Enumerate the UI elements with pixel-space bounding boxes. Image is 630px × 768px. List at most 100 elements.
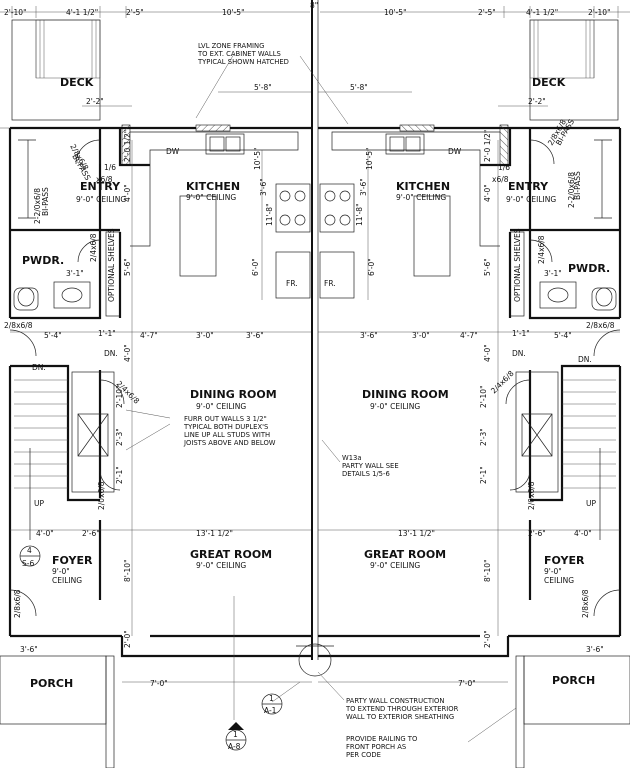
room-labels-left: DECK ENTRY 9'-0" CEILING KITCHEN 9'-0" C… [22, 76, 298, 690]
svg-text:2'-0": 2'-0" [123, 630, 132, 648]
svg-text:DN.: DN. [578, 355, 592, 364]
svg-text:TYPICAL SHOWN HATCHED: TYPICAL SHOWN HATCHED [197, 58, 289, 66]
svg-text:2/0x6/8: 2/0x6/8 [97, 481, 106, 510]
svg-text:DW: DW [448, 147, 462, 156]
svg-text:W13a: W13a [342, 454, 362, 462]
pwdr-label-right: PWDR. [568, 262, 610, 275]
dim-top-4: 10'-5" [222, 8, 245, 17]
great-label-left: GREAT ROOM [190, 548, 272, 561]
svg-text:2'-0 1/2": 2'-0 1/2" [483, 130, 492, 162]
svg-text:WALL TO EXTERIOR SHEATHING: WALL TO EXTERIOR SHEATHING [346, 713, 454, 721]
svg-text:2/8x6/8: 2/8x6/8 [581, 589, 590, 618]
svg-text:11'-8": 11'-8" [265, 203, 274, 226]
svg-text:BI-PASS: BI-PASS [41, 187, 50, 216]
svg-text:5'-6": 5'-6" [483, 258, 492, 276]
svg-text:2/8x6/8: 2/8x6/8 [4, 321, 33, 330]
svg-text:4'-7": 4'-7" [460, 331, 478, 340]
dining-label-left: DINING ROOM [190, 388, 277, 401]
svg-text:DN.: DN. [512, 349, 526, 358]
svg-text:FR.: FR. [286, 279, 298, 288]
svg-text:2-2/0x6/8: 2-2/0x6/8 [567, 172, 576, 208]
dimensions-right: 2'-2" 5'-8" 10'-5" 3'-6" 11'-8" 6'-0" 2'… [350, 83, 604, 688]
svg-text:2'-10": 2'-10" [479, 385, 488, 408]
furr-out-note: FURR OUT WALLS 3 1/2" TYPICAL BOTH DUPLE… [183, 415, 276, 447]
svg-text:5'-4": 5'-4" [44, 331, 62, 340]
railing-note: PROVIDE RAILING TO FRONT PORCH AS PER CO… [346, 735, 417, 759]
svg-text:LINE UP ALL STUDS WITH: LINE UP ALL STUDS WITH [184, 431, 270, 439]
svg-text:5'-8": 5'-8" [254, 83, 272, 92]
svg-text:2/8x6/8: 2/8x6/8 [13, 589, 22, 618]
svg-text:2'-0 1/2": 2'-0 1/2" [123, 130, 132, 162]
svg-text:8'-10": 8'-10" [483, 559, 492, 582]
svg-text:CEILING: CEILING [52, 576, 82, 585]
section-marks: 4 S-6 1 A-1 1 A-8 [22, 546, 277, 751]
svg-text:2'-2": 2'-2" [86, 97, 104, 106]
section-mark-a8-top: 1 [233, 730, 238, 739]
svg-text:9'-0" CEILING: 9'-0" CEILING [196, 561, 246, 570]
section-mark-a8-bottom: A-8 [228, 742, 241, 751]
svg-text:1'-1": 1'-1" [512, 329, 530, 338]
svg-text:PROVIDE RAILING TO: PROVIDE RAILING TO [346, 735, 417, 743]
svg-text:4'-0": 4'-0" [483, 184, 492, 202]
svg-text:3'-6": 3'-6" [360, 331, 378, 340]
deck-label-right: DECK [532, 76, 566, 89]
svg-text:2/0x6/8: 2/0x6/8 [527, 481, 536, 510]
svg-text:2'-1": 2'-1" [115, 466, 124, 484]
entry-label-right: ENTRY [508, 180, 549, 193]
deck-label-left: DECK [60, 76, 94, 89]
dim-top-6: 10'-5" [384, 8, 407, 17]
svg-text:2'-0": 2'-0" [483, 630, 492, 648]
svg-text:9'-0": 9'-0" [544, 567, 562, 576]
room-labels-right: DECK ENTRY 9'-0" CEILING KITCHEN 9'-0" C… [324, 76, 610, 687]
svg-text:x6/8: x6/8 [96, 175, 113, 184]
svg-text:FRONT PORCH AS: FRONT PORCH AS [346, 743, 406, 751]
svg-text:2/4x6/8: 2/4x6/8 [537, 235, 546, 264]
svg-text:3'-6": 3'-6" [20, 645, 38, 654]
svg-text:4'-0": 4'-0" [483, 344, 492, 362]
section-mark-s6-bottom: S-6 [22, 559, 34, 568]
svg-text:3'-0": 3'-0" [196, 331, 214, 340]
svg-text:JOISTS ABOVE AND BELOW: JOISTS ABOVE AND BELOW [183, 439, 276, 447]
svg-text:2'-10": 2'-10" [115, 385, 124, 408]
svg-text:3'-6": 3'-6" [259, 178, 268, 196]
lvl-zone-note: LVL ZONE FRAMING TO EXT. CABINET WALLS T… [197, 42, 289, 66]
svg-text:9'-0" CEILING: 9'-0" CEILING [370, 561, 420, 570]
svg-text:6'-0": 6'-0" [367, 258, 376, 276]
svg-text:2'-1": 2'-1" [479, 466, 488, 484]
svg-text:FR.: FR. [324, 279, 336, 288]
dim-top-9: 2'-10" [588, 8, 611, 17]
svg-text:4'-0": 4'-0" [574, 529, 592, 538]
svg-text:2'-3": 2'-3" [479, 428, 488, 446]
svg-text:5'-6": 5'-6" [123, 258, 132, 276]
svg-text:FURR OUT WALLS 3 1/2": FURR OUT WALLS 3 1/2" [184, 415, 267, 423]
svg-text:1'-1": 1'-1" [98, 329, 116, 338]
svg-text:2'-6": 2'-6" [528, 529, 546, 538]
porch-label-left: PORCH [30, 677, 73, 690]
svg-text:7'-0": 7'-0" [150, 679, 168, 688]
right-unit [316, 4, 630, 768]
dim-top-5: 8" [310, 1, 318, 10]
svg-text:7'-0": 7'-0" [458, 679, 476, 688]
porch-label-right: PORCH [552, 674, 595, 687]
svg-text:2'-3": 2'-3" [115, 428, 124, 446]
svg-text:3'-1": 3'-1" [66, 269, 84, 278]
svg-text:8'-10": 8'-10" [123, 559, 132, 582]
svg-text:1/6: 1/6 [498, 163, 510, 172]
section-mark-a1-top: 1 [269, 694, 274, 703]
svg-text:10'-5": 10'-5" [365, 147, 374, 170]
svg-text:4'-0": 4'-0" [36, 529, 54, 538]
svg-text:2/8x6/8: 2/8x6/8 [586, 321, 615, 330]
dining-label-right: DINING ROOM [362, 388, 449, 401]
great-label-right: GREAT ROOM [364, 548, 446, 561]
svg-text:PER CODE: PER CODE [346, 751, 381, 759]
svg-text:3'-1": 3'-1" [544, 269, 562, 278]
pwdr-label-left: PWDR. [22, 254, 64, 267]
svg-text:6'-0": 6'-0" [251, 258, 260, 276]
svg-text:DETAILS 1/5-6: DETAILS 1/5-6 [342, 470, 390, 478]
svg-text:DN.: DN. [104, 349, 118, 358]
svg-text:LVL ZONE FRAMING: LVL ZONE FRAMING [198, 42, 264, 50]
svg-text:CEILING: CEILING [544, 576, 574, 585]
top-dimension-labels: 2'-10" 4'-1 1/2" 2'-5" 10'-5" 8" 10'-5" … [4, 1, 611, 17]
kitchen-label-right: KITCHEN [396, 180, 450, 193]
